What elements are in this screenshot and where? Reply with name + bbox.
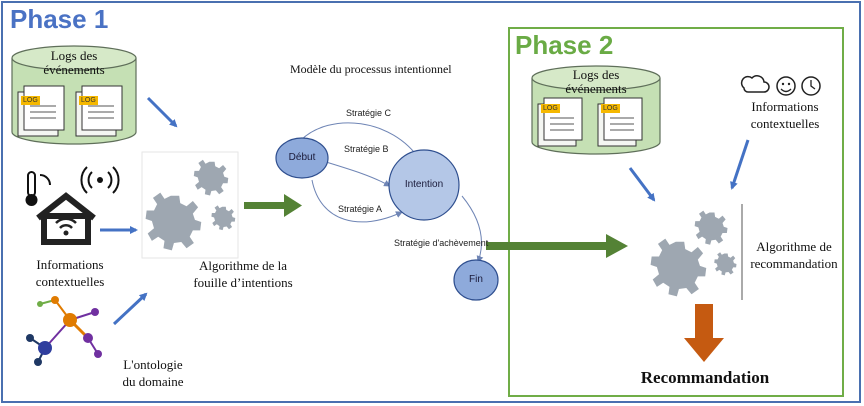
phase1-title: Phase 1 [10, 4, 109, 34]
smart-home-icon [36, 192, 96, 245]
log-tag: LOG [601, 104, 620, 113]
ontology-graph-icon [26, 296, 102, 366]
arrow-mining-to-model [244, 194, 302, 217]
phase1-logs-cylinder [11, 45, 137, 145]
smiley-icon [776, 76, 796, 96]
ontology-label: L'ontologie du domaine [122, 357, 184, 389]
phase1-logs-label: Logs des événements [43, 48, 105, 77]
signal-icon [80, 166, 120, 194]
mining-algorithm-gears-icon [141, 151, 239, 259]
node-end [453, 259, 499, 301]
recommendation-algorithm-label: Algorithme de recommandation [750, 239, 838, 271]
weather-icon [740, 75, 770, 93]
log-tag: LOG [541, 104, 560, 113]
arrow-ontology-to-mining [112, 292, 148, 326]
arrow-model-to-recommender [486, 234, 628, 258]
strategy-a-label: Stratégie A [338, 204, 383, 214]
log-tag: LOG [21, 96, 40, 105]
arrow-logs-to-recommender [628, 167, 656, 202]
log-tag: LOG [79, 96, 98, 105]
phase2-title: Phase 2 [515, 30, 614, 60]
document-icon [75, 85, 123, 137]
clock-icon [801, 76, 821, 96]
mining-algorithm-label: Algorithme de la fouille d’intentions [193, 258, 293, 290]
phase2-box [508, 27, 844, 397]
node-start [275, 137, 329, 179]
document-icon [17, 85, 65, 137]
node-intention-label: Intention [404, 179, 444, 190]
phase1-context-label: Informations contextuelles [35, 257, 105, 289]
arrow-logs-to-mining [146, 96, 178, 128]
node-start-label: Début [288, 152, 316, 163]
arrow-to-recommendation [684, 304, 724, 362]
node-intention [388, 149, 460, 221]
process-model-edges [300, 122, 484, 263]
strategy-b-label: Stratégie B [344, 144, 389, 154]
node-end-label: Fin [469, 274, 483, 285]
phase2-logs-label: Logs des événements [565, 67, 627, 96]
strategy-c-label: Stratégie C [346, 108, 392, 118]
recommendation-gears-icon [650, 204, 743, 300]
thermometer-icon [25, 171, 51, 206]
strategy-completion-label: Stratégie d'achèvement [394, 238, 489, 248]
process-model-title: Modèle du processus intentionnel [290, 62, 452, 76]
phase2-context-label: Informations contextuelles [750, 99, 820, 131]
arrow-context-to-recommender [730, 139, 750, 190]
recommendation-output-label: Recommandation [640, 368, 770, 387]
